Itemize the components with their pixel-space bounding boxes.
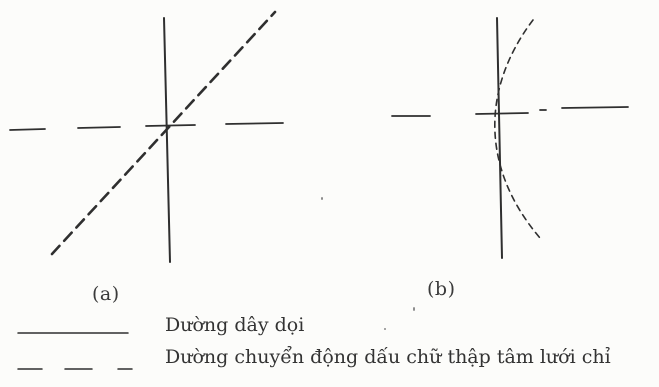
panel-b-plumb-line [496,17,503,259]
panel-b-horizontal-segment-2 [475,112,529,115]
legend-solid-label: Dường dây dọi [165,314,305,336]
panel-a-label: (a) [92,283,120,305]
panel-b [391,17,629,259]
panel-a-dashed-diagonal [50,10,277,256]
legend-samples [17,332,133,370]
panel-a [9,10,284,263]
panel-b-horizontal-segment-4 [561,106,629,109]
panel-a-horizontal-segment-4 [225,122,284,125]
panel-a-horizontal-segment-3 [145,124,196,127]
legend-dashed-label: Dường chuyển động dấu chữ thập tâm lưới … [165,346,611,368]
panel-a-plumb-line [163,17,171,263]
scan-speck [384,328,386,330]
scan-speck [321,197,323,200]
scan-speck [413,307,415,311]
panel-a-horizontal-segment-2 [77,126,121,129]
panel-a-horizontal-segment-1 [9,128,46,131]
panel-b-dashed-curve [494,19,541,239]
panel-b-label: (b) [427,278,456,300]
